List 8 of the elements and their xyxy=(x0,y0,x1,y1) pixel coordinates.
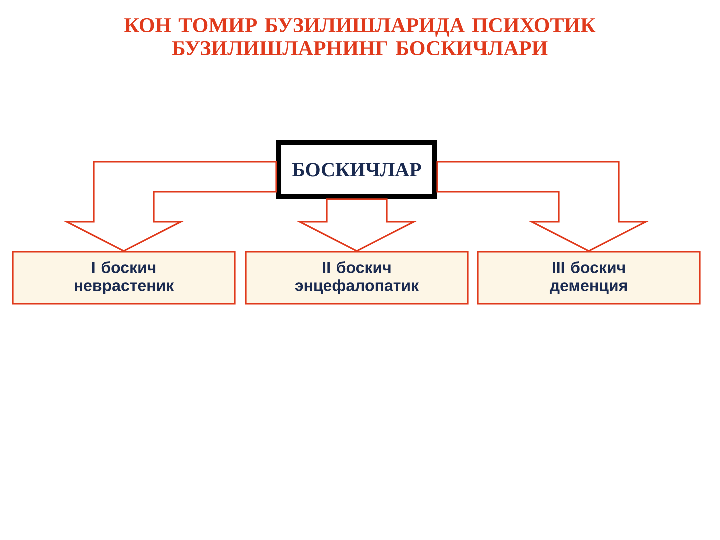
block-arrow xyxy=(296,198,418,252)
block-arrow xyxy=(436,161,650,252)
stage-box: БОСКИЧЛАР xyxy=(276,140,438,200)
block-arrow xyxy=(64,161,278,252)
stage-box: III боскич деменция xyxy=(477,251,701,305)
title: КОН ТОМИР БУЗИЛИШЛАРИДА ПСИХОТИК БУЗИЛИШЛАРНИНГ БОСКИЧЛАРИ xyxy=(124,18,596,56)
stage-box: II боскич энцефалопатик xyxy=(245,251,469,305)
stage-box: I боскич неврастеник xyxy=(12,251,236,305)
